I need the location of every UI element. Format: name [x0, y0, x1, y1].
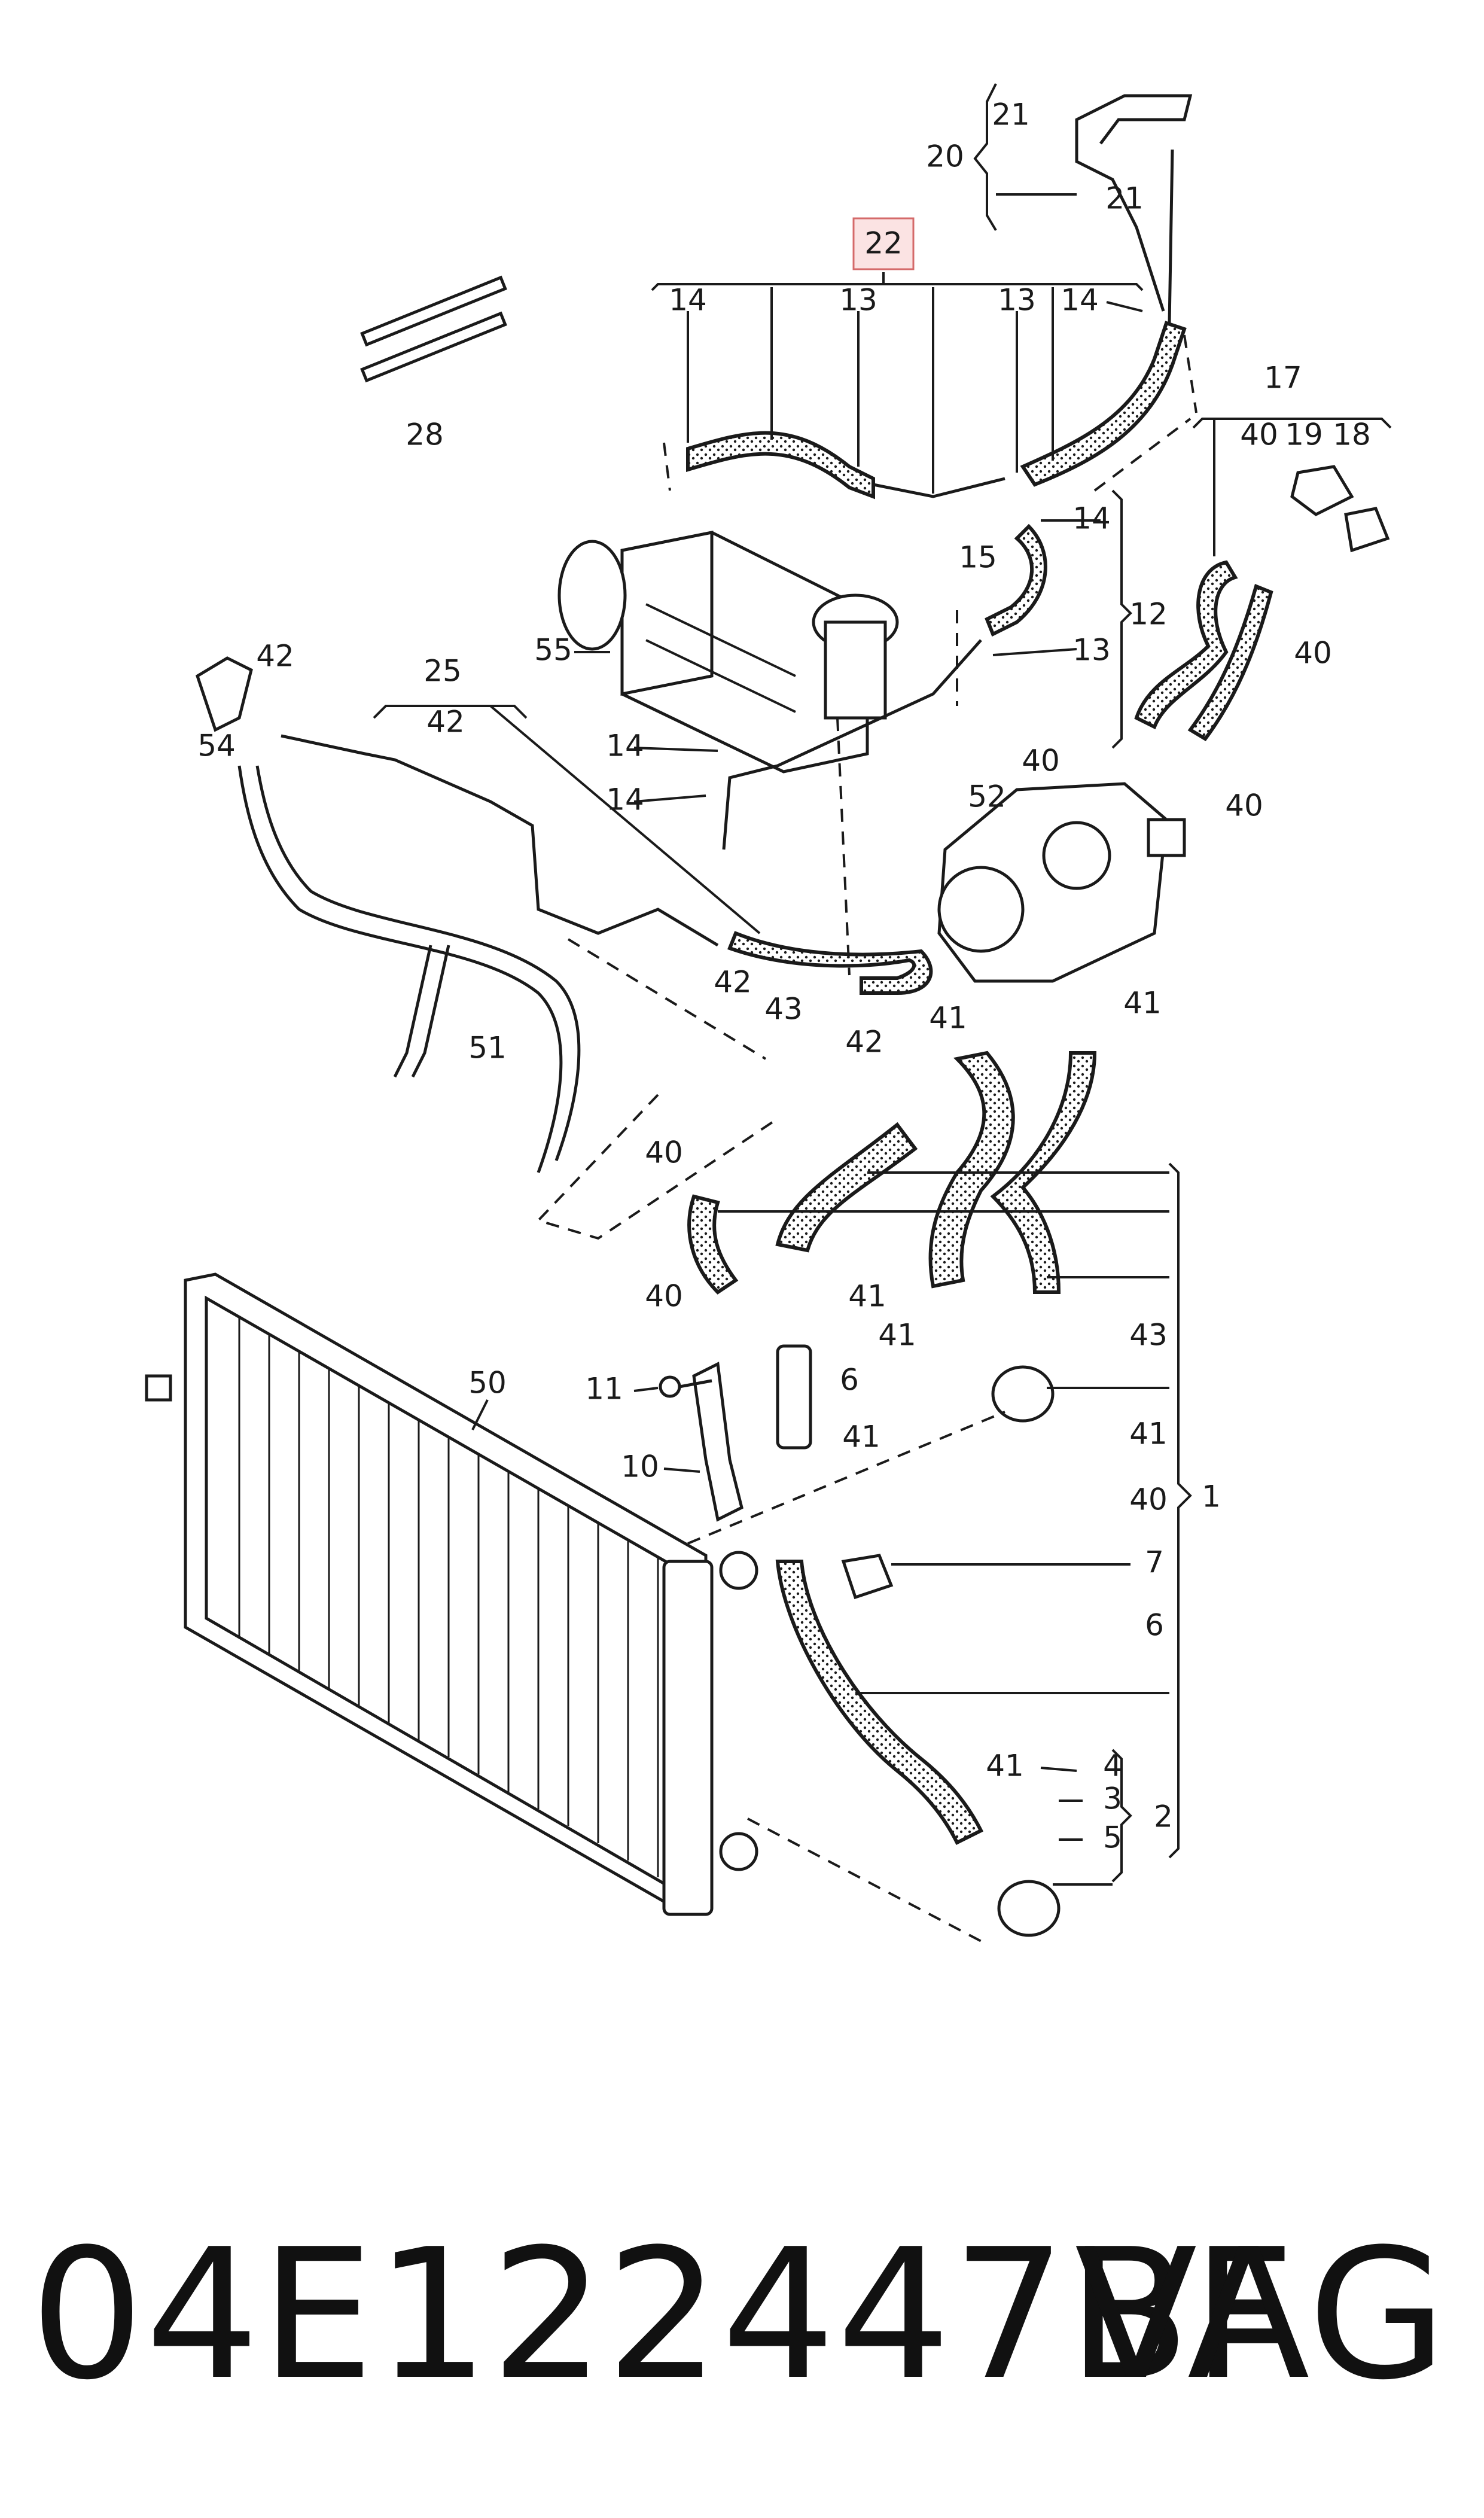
callout-c41g: 41	[1129, 1417, 1168, 1451]
callout-c17: 17	[1264, 361, 1302, 395]
charge-air-cooler	[557, 530, 899, 774]
callout-c13c: 13	[1072, 633, 1111, 668]
callout-c1: 1	[1202, 1479, 1221, 1514]
callout-c13b: 13	[998, 283, 1036, 318]
callout-c54: 54	[197, 729, 236, 763]
callout-c14c: 14	[1072, 501, 1111, 536]
highlight-box-22	[852, 217, 915, 270]
small-parts	[360, 275, 743, 1522]
callout-c20: 20	[926, 139, 964, 174]
callout-c18: 18	[1333, 418, 1371, 452]
callout-c21b: 21	[1105, 181, 1144, 216]
upper-coolant-hose	[686, 94, 1193, 500]
callout-c43a: 43	[764, 992, 803, 1027]
callout-c21a: 21	[992, 98, 1030, 132]
callout-c14d: 14	[606, 729, 644, 763]
callout-c51: 51	[468, 1031, 507, 1065]
brand-name: VAG	[1074, 2211, 1448, 2419]
callout-c42d: 42	[845, 1025, 883, 1059]
lower-hose-assembly	[687, 1051, 1097, 1937]
callout-c2: 2	[1154, 1800, 1173, 1834]
callout-c50: 50	[468, 1366, 507, 1400]
callout-c40f: 40	[645, 1279, 683, 1314]
callout-c41e: 41	[842, 1420, 880, 1454]
callout-c42c: 42	[714, 965, 752, 1000]
callout-c40g: 40	[1129, 1482, 1168, 1517]
callout-c5: 5	[1103, 1820, 1122, 1855]
callout-c15: 15	[959, 540, 997, 575]
dashed-lines	[536, 334, 1197, 1945]
callout-c40e: 40	[645, 1135, 683, 1170]
callout-c40d: 40	[1225, 788, 1263, 823]
callout-c3: 3	[1103, 1782, 1122, 1816]
thermostat-housing	[937, 782, 1186, 983]
callout-c14b: 14	[1061, 283, 1099, 318]
radiator	[145, 1272, 758, 1916]
callout-c14a: 14	[669, 283, 707, 318]
callout-c41b: 41	[1123, 986, 1162, 1021]
callout-c55: 55	[534, 633, 572, 668]
callout-c40b: 40	[1294, 636, 1332, 671]
callout-c19: 19	[1285, 418, 1323, 452]
callout-c40a: 40	[1240, 418, 1278, 452]
callout-c13a: 13	[839, 283, 877, 318]
callout-c10: 10	[621, 1450, 659, 1484]
caption: 04E122447BF VAG	[0, 2178, 1484, 2453]
callout-c41c: 41	[848, 1279, 886, 1314]
pipe-25	[281, 734, 933, 995]
callout-c11: 11	[585, 1372, 623, 1406]
callout-c25: 25	[423, 654, 462, 689]
part-number: 04E122447BF	[30, 2211, 1296, 2419]
callout-c6a: 6	[840, 1363, 859, 1397]
callout-c41f: 41	[986, 1749, 1024, 1783]
leader-lines	[373, 83, 1392, 1886]
callout-c14e: 14	[606, 783, 644, 817]
callout-c42b: 42	[426, 705, 465, 739]
hose-assembly-diagram: 1234566710111213131314141414141517181920…	[145, 83, 1392, 1945]
callout-c4: 4	[1103, 1749, 1122, 1783]
callout-c12: 12	[1129, 597, 1168, 632]
callout-c7: 7	[1145, 1545, 1164, 1580]
callout-c41a: 41	[929, 1001, 967, 1036]
callout-c43b: 43	[1129, 1318, 1168, 1353]
callout-c41d: 41	[878, 1318, 916, 1353]
callout-c42a: 42	[256, 639, 294, 674]
callout-c40c: 40	[1022, 744, 1060, 778]
hose-12	[722, 523, 1047, 850]
hose-17	[1134, 465, 1390, 741]
callout-c28: 28	[406, 418, 444, 452]
callout-c52: 52	[968, 780, 1006, 814]
callout-c6b: 6	[1145, 1608, 1164, 1643]
pipe-51	[195, 656, 581, 1173]
callout-c22: 22	[864, 226, 903, 261]
